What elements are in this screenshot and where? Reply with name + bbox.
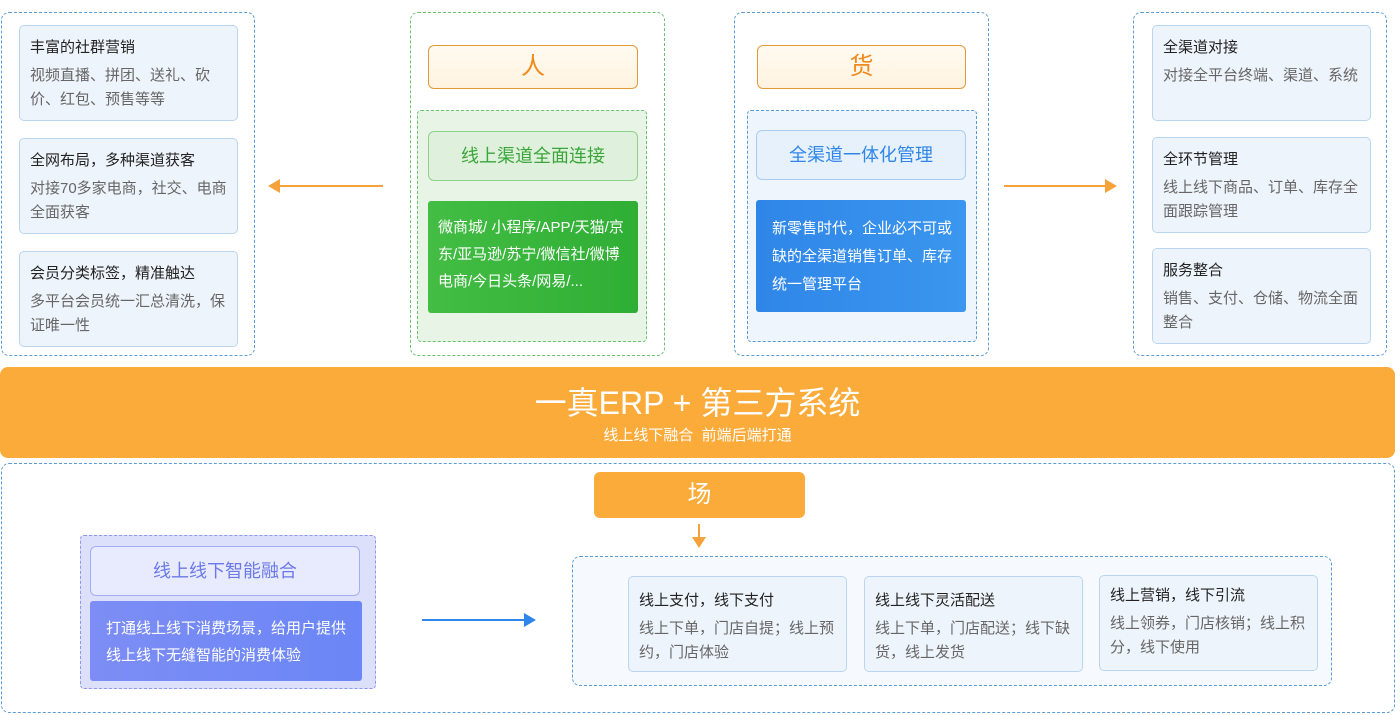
scene-card-delivery: 线上线下灵活配送 线上下单，门店配送；线下缺货，线上发货 [864,576,1083,672]
left-card-social-marketing: 丰富的社群营销 视频直播、拼团、送礼、砍价、红包、预售等等 [19,25,238,121]
card-desc: 线上下单，门店自提；线上预约，门店体验 [639,620,835,661]
card-desc: 线上领券，门店核销；线上积分，线下使用 [1110,615,1306,656]
banner-subtitle: 线上线下融合 前端后端打通 [603,427,792,444]
card-desc: 多平台会员统一汇总清洗，保证唯一性 [30,293,226,334]
right-card-channel-integration: 全渠道对接 对接全平台终端、渠道、系统 [1152,25,1371,121]
left-card-omni-channel: 全网布局，多种渠道获客 对接70多家电商，社交、电商全面获客 [19,138,238,234]
arrow-left-icon [268,179,280,193]
card-title: 会员分类标签，精准触达 [30,265,196,282]
card-title: 全渠道对接 [1163,39,1239,56]
fusion-desc: 打通线上线下消费场景，给用户提供线上线下无缝智能的消费体验 [90,601,362,681]
arrow-right-line [1004,185,1107,187]
people-desc: 微商城/ 小程序/APP/天猫/京东/亚马逊/苏宁/微信社/微博电商/今日头条/… [428,201,638,313]
scene-card-payment: 线上支付，线下支付 线上下单，门店自提；线上预约，门店体验 [628,576,847,672]
goods-desc: 新零售时代，企业必不可或缺的全渠道销售订单、库存统一管理平台 [756,200,966,312]
down-arrow-icon [692,537,706,548]
card-desc: 线上线下商品、订单、库存全面跟踪管理 [1163,179,1359,220]
card-title: 丰富的社群营销 [30,39,136,56]
scene-card-marketing: 线上营销，线下引流 线上领券，门店核销；线上积分，线下使用 [1099,575,1318,671]
card-desc: 对接全平台终端、渠道、系统 [1163,67,1359,84]
people-title: 人 [428,45,638,89]
arrow-left-line [278,185,383,187]
down-arrow-line [698,524,700,538]
card-desc: 销售、支付、仓储、物流全面整合 [1163,290,1359,331]
banner-title: 一真ERP + 第三方系统 [534,385,861,421]
card-desc: 视频直播、拼团、送礼、砍价、红包、预售等等 [30,67,211,108]
card-title: 线上营销，线下引流 [1110,587,1246,604]
card-title: 服务整合 [1163,262,1224,279]
right-card-full-process: 全环节管理 线上线下商品、订单、库存全面跟踪管理 [1152,137,1371,233]
card-title: 线上支付，线下支付 [639,592,775,609]
goods-subtitle: 全渠道一体化管理 [756,130,966,180]
goods-title: 货 [757,45,966,89]
card-desc: 线上下单，门店配送；线下缺货，线上发货 [875,620,1071,661]
card-desc: 对接70多家电商，社交、电商全面获客 [30,180,227,221]
card-title: 全环节管理 [1163,151,1239,168]
arrow-right-icon [1105,179,1117,193]
blue-arrow-icon [524,613,536,627]
right-card-service-integration: 服务整合 销售、支付、仓储、物流全面整合 [1152,248,1371,344]
card-title: 线上线下灵活配送 [875,592,996,609]
people-subtitle: 线上渠道全面连接 [428,131,638,181]
place-title: 场 [594,472,805,518]
erp-banner: 一真ERP + 第三方系统 线上线下融合 前端后端打通 [0,367,1395,458]
fusion-title: 线上线下智能融合 [90,546,360,596]
card-title: 全网布局，多种渠道获客 [30,152,196,169]
blue-arrow-line [422,619,526,621]
left-card-member-tags: 会员分类标签，精准触达 多平台会员统一汇总清洗，保证唯一性 [19,251,238,347]
